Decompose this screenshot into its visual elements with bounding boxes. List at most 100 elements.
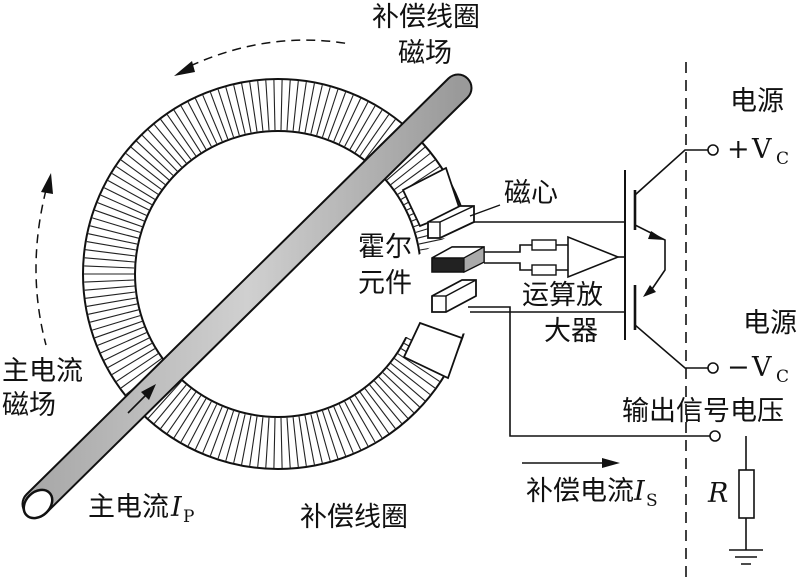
coil-turn <box>378 376 415 413</box>
main-field-label-line2: 磁场 <box>2 390 56 421</box>
main-current-arrowhead <box>141 384 156 400</box>
coil-turn <box>344 401 369 447</box>
coil-turn <box>310 414 323 464</box>
comp-current-subscript: S <box>646 491 658 511</box>
coil-turn <box>415 315 464 331</box>
coil-turn <box>349 105 376 150</box>
coil-turn <box>304 83 315 133</box>
coil-turn <box>92 315 141 331</box>
coil-turn <box>116 166 159 195</box>
coil-turn <box>354 395 383 439</box>
coil-turn <box>354 109 383 153</box>
coil-turn <box>265 80 270 131</box>
coil-turn <box>180 398 207 443</box>
power-pos-sign: + <box>727 134 750 165</box>
coil-turn <box>217 89 235 138</box>
coil-turn <box>417 309 467 323</box>
coil-turn <box>249 82 258 132</box>
coil-turn <box>286 417 291 468</box>
coil-turn <box>160 388 192 429</box>
coil-turn <box>166 114 197 157</box>
coil-turn <box>292 81 299 131</box>
coil-turn <box>265 417 270 468</box>
coil-turn <box>225 86 240 136</box>
coil-turn <box>364 119 396 160</box>
coil-turn <box>327 92 347 140</box>
circuit-wiring <box>468 149 763 565</box>
opamp-input-resistor-bottom <box>531 264 557 276</box>
coil-turn <box>390 362 431 395</box>
coil-turn <box>280 417 283 469</box>
comp-field-arc-arrow <box>189 39 351 67</box>
coil-turn <box>141 135 178 172</box>
comp-current-symbol: I <box>633 476 646 507</box>
main-field-arc-arrowhead <box>41 173 53 194</box>
coil-turn <box>103 187 150 211</box>
output-signal-label: 输出信号电压 <box>622 396 784 427</box>
power-pos-v: V <box>751 134 772 165</box>
coil-turn <box>241 415 252 465</box>
magnetic-core-top <box>427 205 475 239</box>
coil-turn <box>187 401 212 447</box>
resistor-label: R <box>707 478 728 509</box>
coil-turn <box>97 326 145 346</box>
coil-turn <box>327 408 347 456</box>
coil-turn <box>160 119 192 160</box>
hall-element-label-line2: 元件 <box>358 268 412 299</box>
coil-turn <box>386 367 426 402</box>
magnetic-core-label: 磁心 <box>504 178 558 209</box>
opamp-input-wires <box>556 244 568 271</box>
comp-current-label: 补偿电流 <box>526 476 634 507</box>
terminal-vc-pos <box>707 144 719 156</box>
pnp-collector <box>634 324 708 369</box>
coil-turn <box>111 173 156 200</box>
main-field-arc-arrow <box>35 189 47 346</box>
coil-turn <box>321 410 339 459</box>
primary-conductor-rod <box>21 73 473 520</box>
coil-turn <box>257 417 264 467</box>
coil-turn <box>225 412 240 462</box>
coil-turn <box>136 140 174 176</box>
coil-turn <box>86 297 137 307</box>
comp-field-label-line1: 补偿线圈 <box>372 2 480 33</box>
coil-turn <box>249 416 258 466</box>
coil-turn <box>147 129 183 168</box>
coil-turn <box>257 81 264 131</box>
coil-turn <box>304 415 315 465</box>
coil-turn <box>209 408 229 456</box>
opamp-symbol <box>567 235 621 279</box>
coil-turn <box>286 80 291 131</box>
coil-turn <box>202 94 223 142</box>
coil-turn <box>333 406 354 454</box>
comp-coil-label: 补偿线圈 <box>300 502 408 533</box>
hall-element-label-line1: 霍尔 <box>358 232 412 263</box>
coil-turn <box>97 202 145 222</box>
coil-turn <box>394 358 436 389</box>
emitter-junction <box>634 224 666 293</box>
coil-turn <box>194 98 218 144</box>
power-neg-sub: C <box>776 367 789 387</box>
coil-turn <box>85 291 136 299</box>
power-neg-v: V <box>751 352 772 383</box>
coil-turn <box>173 109 202 153</box>
coil-turn <box>364 388 396 429</box>
coil-turn <box>233 84 246 134</box>
coil-turn <box>217 410 235 459</box>
coil-turn <box>316 412 331 462</box>
coil-turn <box>89 225 139 239</box>
coil-turn <box>103 337 150 361</box>
coil-turn <box>153 384 187 424</box>
coil-turn <box>241 83 252 133</box>
power-pos-sub: C <box>776 149 789 169</box>
coil-turn <box>233 414 246 464</box>
coil-turn <box>310 84 323 134</box>
terminal-vc-neg <box>707 362 719 374</box>
coil-turn <box>273 79 276 131</box>
coil-turn <box>344 101 369 147</box>
coil-turn <box>180 105 207 150</box>
coil-turn <box>382 372 420 408</box>
coil-turn <box>107 342 153 368</box>
core-label-leader <box>469 204 501 217</box>
